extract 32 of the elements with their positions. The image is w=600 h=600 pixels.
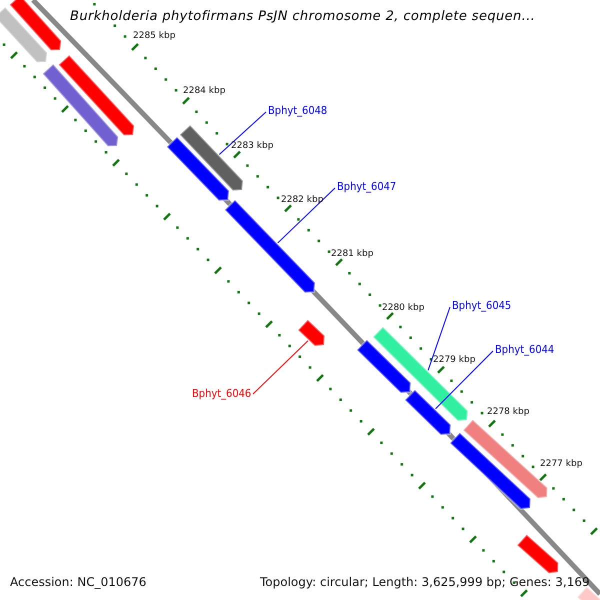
tick-label: 2277 kbp xyxy=(540,460,582,469)
gene-label: Bphyt_6045 xyxy=(452,300,512,311)
title: Burkholderia phytofirmans PsJN chromosome 2, complete sequen... xyxy=(70,10,536,23)
leader-line xyxy=(435,350,494,410)
gene-label: Bphyt_6044 xyxy=(495,344,554,355)
tick-label: 2283 kbp xyxy=(231,142,274,151)
gene-feature xyxy=(448,431,532,510)
gene-feature xyxy=(356,338,412,394)
tick-label: 2285 kbp xyxy=(133,32,176,41)
gene-feature xyxy=(166,136,230,202)
gene-label: Bphyt_6046 xyxy=(192,388,252,399)
gene-label: Bphyt_6048 xyxy=(268,105,328,116)
gene-feature xyxy=(404,388,452,436)
gene-feature xyxy=(0,6,48,64)
tick-label: 2279 kbp xyxy=(433,356,476,365)
gene-feature xyxy=(516,533,560,574)
gene-feature xyxy=(8,0,62,52)
gene-label: Bphyt_6047 xyxy=(337,181,396,192)
tick-label: 2284 kbp xyxy=(183,87,226,96)
gene-feature xyxy=(41,62,120,148)
tick-label: 2282 kbp xyxy=(281,196,324,205)
genome-info-text: Topology: circular; Length: 3,625,999 bp; Genes: 3,169 xyxy=(260,576,590,588)
tick-label: 2278 kbp xyxy=(487,408,530,417)
leader-line xyxy=(218,112,266,155)
tick-label: 2280 kbp xyxy=(382,304,424,313)
gene-feature xyxy=(296,318,326,347)
gene-feature xyxy=(57,54,136,136)
accession-text: Accession: NC_010676 xyxy=(10,576,146,588)
leader-line xyxy=(277,188,336,244)
tick-label: 2281 kbp xyxy=(331,250,374,259)
leader-line xyxy=(252,340,308,394)
leader-line xyxy=(428,306,450,371)
